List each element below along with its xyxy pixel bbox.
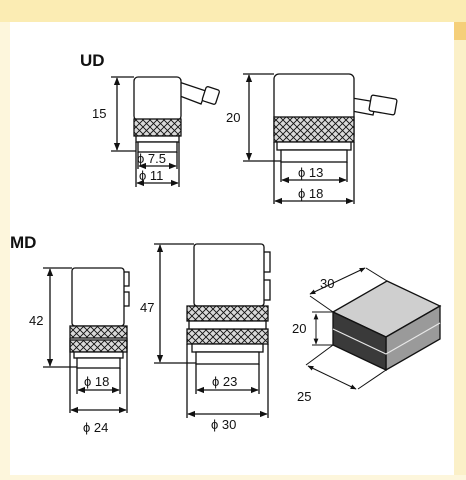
md-large-outer-dia-label: ϕ 30 <box>211 417 236 432</box>
right-accent-tab[interactable] <box>454 22 466 40</box>
md-box-probe <box>305 267 442 390</box>
md-large-inner-dia-label: ϕ 23 <box>212 374 237 389</box>
ud-section-label: UD <box>80 51 105 70</box>
top-bar <box>0 0 466 22</box>
md-box-length-label: 30 <box>320 276 334 291</box>
ud-small-connector <box>111 76 220 187</box>
ud-small-height-label: 15 <box>92 106 106 121</box>
diagram-panel: UD MD <box>10 22 454 475</box>
md-small-height-label: 42 <box>29 313 43 328</box>
md-box-height-label: 20 <box>292 321 306 336</box>
dimension-drawing: UD MD <box>10 51 442 435</box>
md-box-width-label: 25 <box>297 389 311 404</box>
ud-large-inner-dia-label: ϕ 13 <box>298 165 323 180</box>
md-section-label: MD <box>10 233 36 252</box>
ud-large-outer-dia-label: ϕ 18 <box>298 186 323 201</box>
right-scroll-strip[interactable] <box>454 22 466 475</box>
md-large-height-label: 47 <box>140 300 154 315</box>
md-small-outer-dia-label: ϕ 24 <box>83 420 108 435</box>
md-small-inner-dia-label: ϕ 18 <box>84 374 109 389</box>
ud-small-outer-dia-label: ϕ 11 <box>139 168 163 183</box>
ud-large-connector <box>243 73 398 205</box>
md-large-connector <box>154 243 271 418</box>
md-small-connector <box>43 267 130 414</box>
ud-small-inner-dia-label: ϕ 7.5 <box>137 151 166 166</box>
ud-large-height-label: 20 <box>226 110 240 125</box>
